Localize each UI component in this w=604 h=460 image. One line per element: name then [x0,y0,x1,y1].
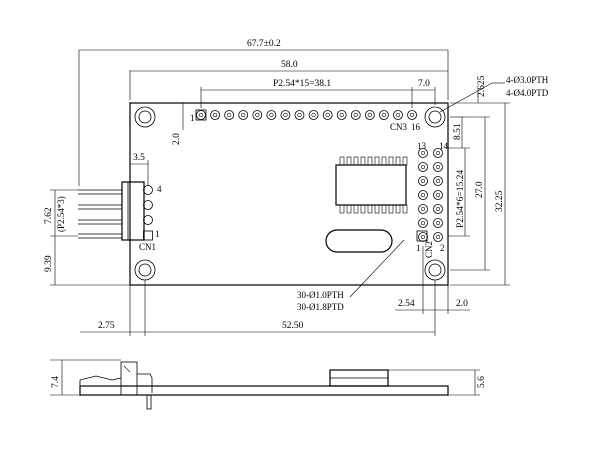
cn3-pin-1-square [195,109,207,121]
ic-leg [346,156,352,166]
cn2-pin-pad [433,148,443,158]
cn3-pin-header [196,110,417,120]
cn2-pin-1-square [416,230,428,242]
ic-leg [402,156,408,166]
cn2-pin-pad [433,190,443,200]
label-cn2-pin-1: 1 [416,243,421,253]
cn2-pin-pad [418,232,428,242]
ic-leg [339,204,345,214]
cn1-connector [78,181,153,241]
cn3-pin-pad [407,110,417,120]
dim-pin-row-offset: 2.0 [172,133,182,145]
ic-leg [353,156,359,166]
dim-side-right: 5.6 [477,376,487,388]
cn2-pin-pad [418,204,428,214]
cn2-pin-pad [433,204,443,214]
cn3-pin-pad [280,110,291,120]
label-cn3: CN3 [390,122,408,132]
cn3-pin-pad [238,110,249,120]
ic-leg [402,204,408,214]
dim-hole-span: 52.50 [282,321,304,331]
ic-leg [360,156,366,166]
cn3-pin-pad [379,110,389,120]
dim-height-27: 27.0 [475,181,485,198]
cn2-pin-pad [433,218,443,228]
label-cn1: CN1 [139,242,156,252]
ic-leg [374,204,380,214]
dim-height-32: 32.25 [495,190,505,212]
mounting-hole-bottom-right [424,259,446,281]
crystal [325,229,393,253]
dim-column-pitch: P2.54*6=15.24 [456,170,466,228]
cn3-pin-pad [393,110,403,120]
cn3-pin-pad [322,110,333,120]
ic-leg [346,204,352,214]
label-cn1-pin-4: 4 [157,184,162,194]
dim-hole-offset-top: 8.51 [453,123,463,140]
ic-leg [395,204,401,214]
dim-pin-spacing: 2.54 [398,299,415,309]
cn2-pin-pad [418,218,428,228]
label-cn2-pin-2: 2 [440,243,445,253]
dim-hole-offset-right: 7.0 [418,79,430,89]
label-pin-13: 13 [417,141,427,151]
ic-leg [388,156,394,166]
note-pin-ptd: 30-Ø1.8PTD [297,302,344,312]
note-pin-pth: 30-Ø1.0PTH [297,290,344,300]
note-mount-ptd: 4-Ø4.0PTD [506,88,549,98]
ic-leg [339,156,345,166]
ic-leg [367,156,373,166]
dim-connector-offset: 3.5 [133,153,145,163]
mounting-hole-top-right [424,106,446,128]
dim-pin-row: P2.54*15=38.1 [273,79,331,89]
dim-side-height: 7.4 [51,376,61,388]
label-pin-1: 1 [190,113,195,123]
dim-left-offset: 2.75 [98,321,115,331]
ic-chip [335,156,408,214]
cn3-pin-pad [350,110,361,120]
note-mount-pth: 4-Ø3.0PTH [506,75,549,85]
cn2-pin-pad [418,148,428,158]
pcb-outline [129,102,449,286]
label-pin-14: 14 [439,141,449,151]
cn2-pin-pad [433,162,443,172]
cn3-pin-pad [252,110,263,120]
cn2-pin-pad [433,232,443,242]
cn3-pin-pad [266,110,277,120]
mounting-hole-bottom-left [134,259,156,281]
dim-overall-width: 67.7±0.2 [247,39,281,49]
dim-bottom-offset: 9.39 [44,255,54,272]
label-cn2: CN2 [424,241,434,258]
dim-cn1-span: 7.62 [44,207,54,224]
label-pin-16: 16 [411,122,421,132]
cn3-pin-pad [224,110,235,120]
cn3-pin-pad [196,110,206,120]
mounting-hole-top-left [134,106,156,128]
ic-leg [381,204,387,214]
ic-leg [395,156,401,166]
ic-leg [360,204,366,214]
label-cn1-pin-1: 1 [155,229,160,239]
ic-leg [353,204,359,214]
dim-right-edge: 2.0 [456,299,468,309]
cn3-pin-pad [294,110,305,120]
ic-leg [374,156,380,166]
cn2-pin-header [418,148,443,242]
cn2-pin-pad [418,162,428,172]
ic-leg [388,204,394,214]
cn3-pin-pad [210,110,220,120]
side-view [79,361,449,410]
cn2-pin-pad [433,176,443,186]
dim-board-width: 58.0 [281,60,298,70]
cn3-pin-pad [336,110,347,120]
dim-cn1-pitch: (P2.54*3) [56,196,66,232]
cn3-pin-pad [308,110,319,120]
ic-leg [381,156,387,166]
dim-top-offset: 2.625 [477,75,487,97]
cn2-pin-pad [418,190,428,200]
cn2-pin-pad [418,176,428,186]
ic-leg [367,204,373,214]
cn3-pin-pad [364,110,375,120]
